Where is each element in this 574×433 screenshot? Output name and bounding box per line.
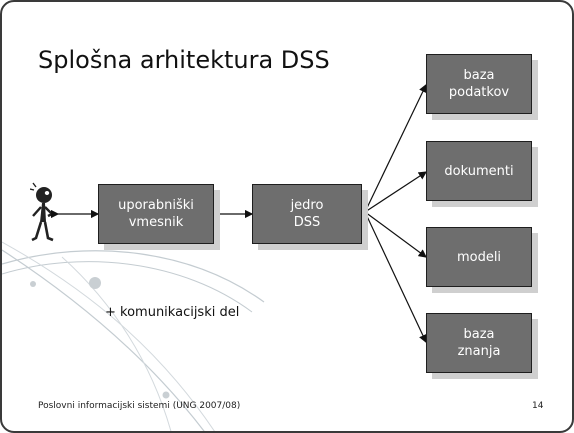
models-box: modeli — [426, 227, 539, 294]
slide-title: Splošna arhitektura DSS — [38, 46, 330, 74]
dss-core-box: jedro DSS — [252, 184, 369, 251]
slide-footer: Poslovni informacijski sistemi (UNG 2007… — [38, 401, 241, 411]
knowledge-base-box: baza znanja — [426, 313, 539, 380]
user-interface-label: uporabniški vmesnik — [118, 198, 194, 230]
database-box: baza podatkov — [426, 54, 539, 121]
cartoon-person-icon — [30, 182, 55, 242]
documents-box: dokumenti — [426, 141, 539, 208]
page-number: 14 — [532, 401, 544, 411]
communication-note: + komunikacijski del — [105, 305, 240, 320]
knowledge-base-label: baza znanja — [457, 327, 501, 359]
documents-label: dokumenti — [444, 163, 514, 179]
models-label: modeli — [456, 249, 502, 265]
dss-core-label: jedro DSS — [290, 198, 324, 230]
database-label: baza podatkov — [448, 68, 510, 100]
user-interface-box: uporabniški vmesnik — [98, 184, 221, 251]
